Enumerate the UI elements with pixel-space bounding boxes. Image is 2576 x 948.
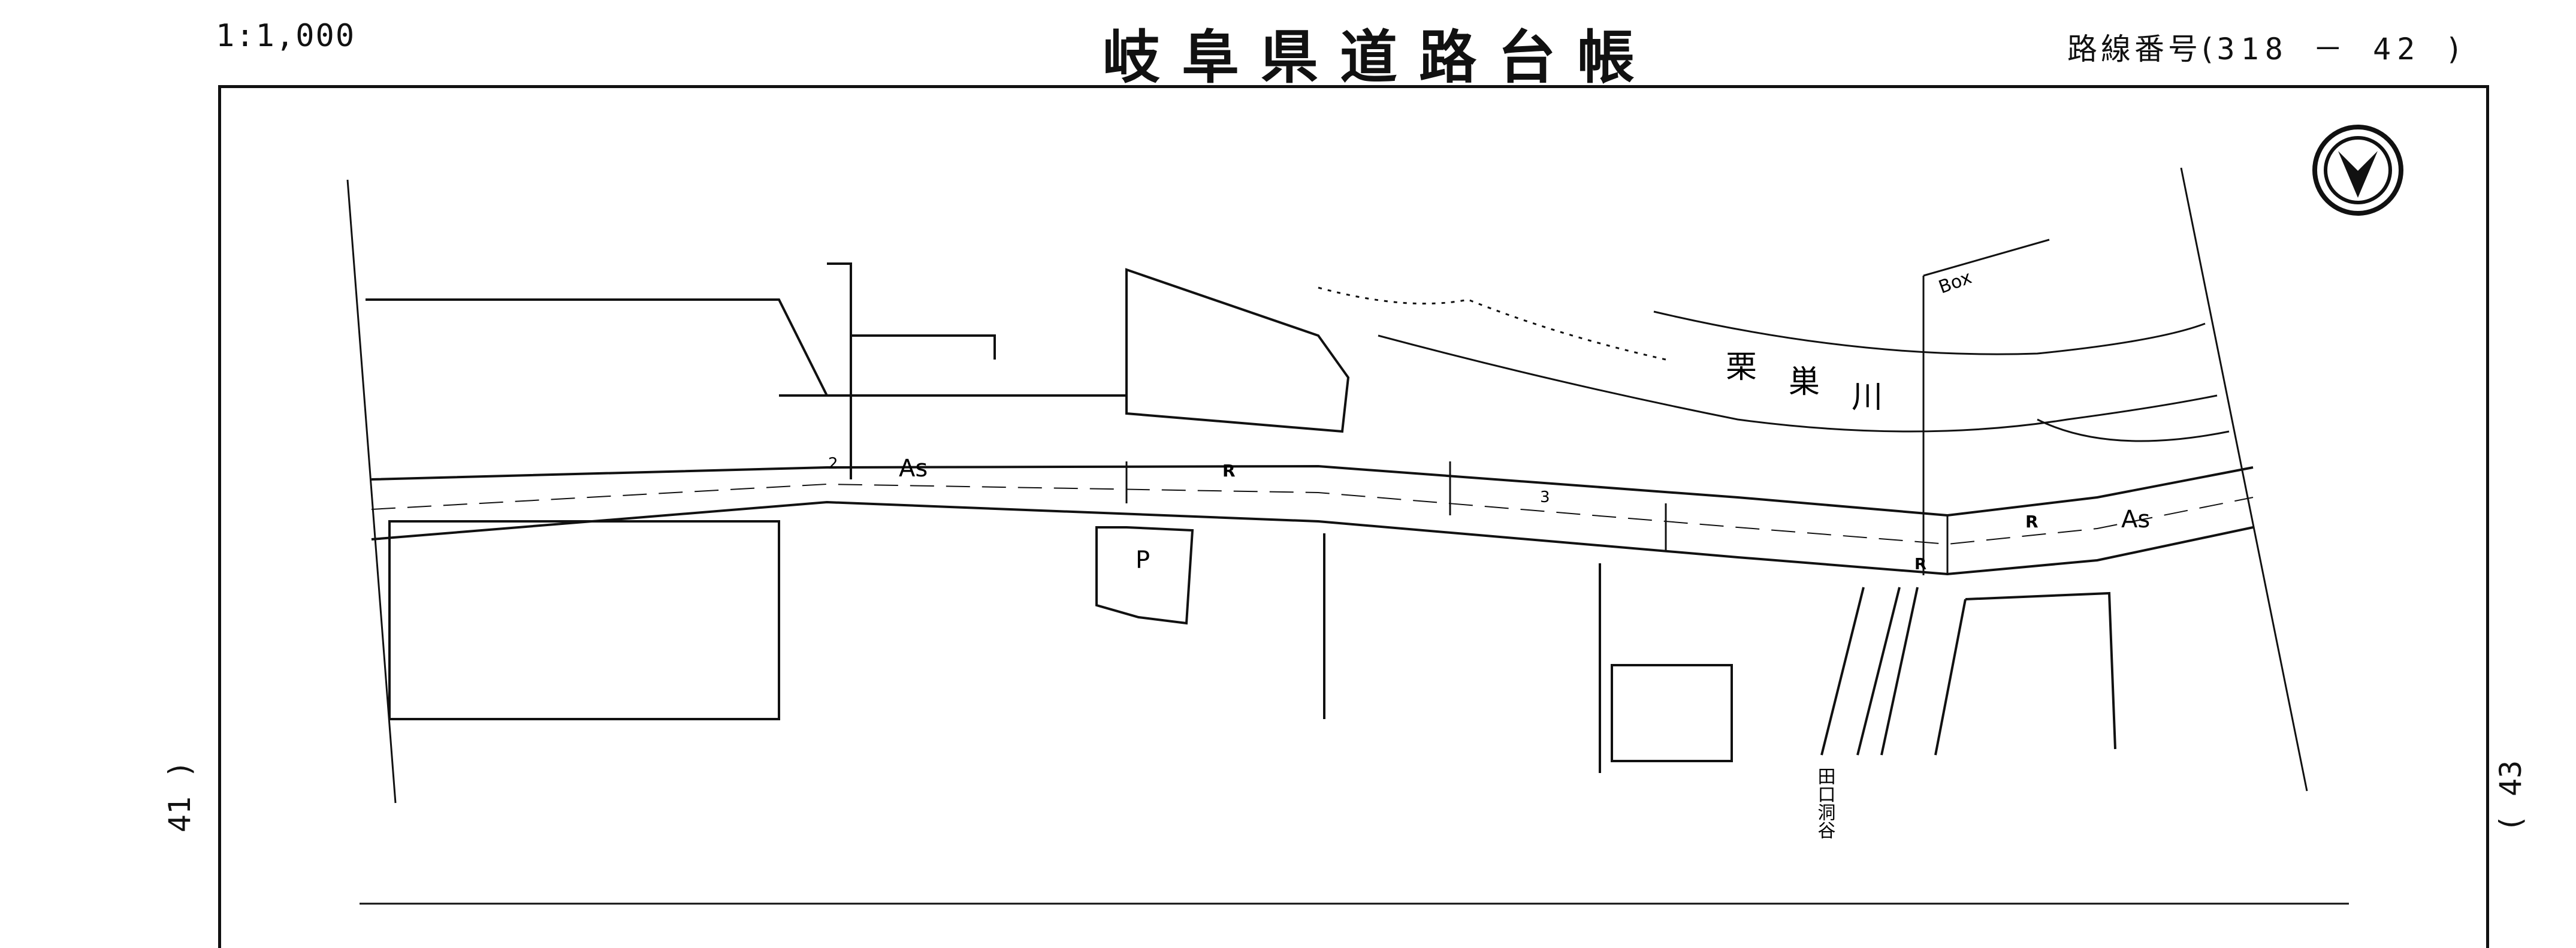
map-frame [218, 85, 2489, 948]
river-name-char: 巣 [1789, 364, 1820, 400]
r-mark: R [1914, 555, 1926, 573]
north-arrow-icon [2312, 125, 2403, 216]
tributary [1820, 587, 1919, 756]
route-number: 路線番号(318 － 42 ) [2067, 25, 2469, 68]
station-number: 3 [1540, 488, 1550, 506]
surface-label: As [899, 455, 928, 482]
parcels [366, 262, 2116, 773]
r-mark: R [2025, 512, 2039, 532]
river-name-char: 栗 [1726, 349, 1757, 385]
main-road [371, 464, 2254, 576]
r-mark: R [1222, 461, 1236, 481]
map-scale: 1:1,000 [216, 18, 356, 54]
plot-boundary [346, 167, 2349, 905]
tributary-name: 田口洞谷 [1814, 767, 1835, 839]
route-number-label: 路線番号( [2067, 32, 2217, 67]
cross-section-marks [1125, 238, 2050, 575]
river-name-char: 川 [1852, 379, 1883, 415]
station-number: 2 [828, 455, 838, 473]
route-number-value: 318 － 42 ) [2216, 32, 2469, 67]
surface-label: As [2121, 506, 2150, 533]
parking-label: P [1136, 547, 1150, 574]
river [1318, 286, 2230, 442]
page-title: 岐阜県道路台帳 [1103, 24, 1656, 91]
map-labels: 栗 巣 川 Box As As R R R 2 3 P 田口洞谷 [828, 267, 2150, 840]
box-culvert-label: Box [1936, 267, 1974, 298]
